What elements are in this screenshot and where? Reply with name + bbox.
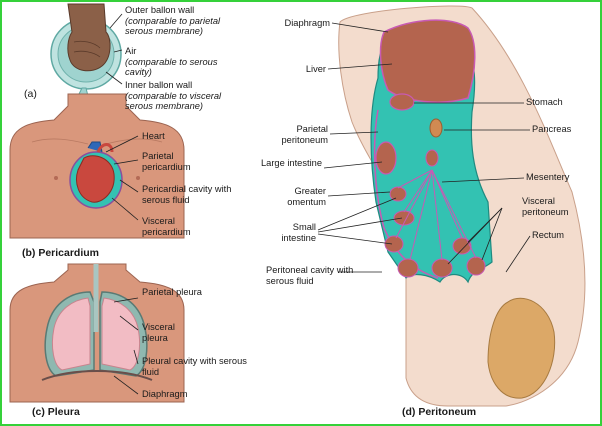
pleural-cavity-label: Pleural cavity with serous fluid [142, 356, 247, 377]
panel-c-leaders [113, 297, 139, 395]
pleura-illustration [9, 263, 185, 403]
parietal-pericardium-label: Parietal pericardium [142, 151, 191, 172]
air-label: Air (comparable to serous cavity) [125, 46, 245, 78]
balloon-illustration [50, 3, 122, 97]
panel-a-leaders [105, 13, 123, 85]
panel-c-caption: (c) Pleura [32, 406, 80, 418]
inner-wall-note: (comparable to visceral serous membrane) [125, 90, 222, 112]
peritoneum-illustration [338, 5, 586, 407]
air-note: (comparable to serous cavity) [125, 56, 218, 78]
heart-label: Heart [142, 131, 165, 141]
visceral-pericardium-label: Visceral pericardium [142, 216, 191, 237]
stomach-label: Stomach [526, 97, 563, 107]
panel-b-leaders [105, 135, 139, 221]
diaphragm-d-label: Diaphragm [284, 18, 330, 28]
parietal-peritoneum-label: Parietal peritoneum [281, 124, 328, 145]
outer-wall-note: (comparable to parietal serous membrane) [125, 15, 221, 37]
rectum-label: Rectum [532, 230, 565, 240]
liver-label: Liver [305, 64, 326, 74]
outer-wall-text: Outer ballon wall [125, 5, 195, 15]
parietal-pleura-label: Parietal pleura [142, 287, 202, 297]
pericardial-cavity-label: Pericardial cavity with serous fluid [142, 184, 232, 205]
air-text: Air [125, 46, 137, 56]
panel-d-leaders [317, 22, 531, 273]
outer-balloon-wall-label: Outer ballon wall (comparable to parieta… [125, 5, 245, 37]
panel-b-caption: (b) Pericardium [22, 247, 100, 259]
visceral-peritoneum-label: Visceral peritoneum [522, 196, 569, 217]
large-intestine-label: Large intestine [261, 158, 322, 168]
inner-balloon-wall-label: Inner ballon wall (comparable to viscera… [125, 80, 245, 112]
mesentery-label: Mesentery [526, 172, 570, 182]
peritoneal-cavity-label: Peritoneal cavity with serous fluid [266, 265, 354, 286]
pancreas-label: Pancreas [532, 124, 572, 134]
pericardium-illustration [9, 93, 185, 239]
inner-wall-text: Inner ballon wall [125, 80, 193, 90]
small-intestine-label: Small intestine [281, 222, 316, 243]
panel-d-caption: (d) Peritoneum [402, 406, 477, 418]
greater-omentum-label: Greater omentum [287, 186, 326, 207]
visceral-pleura-label: Visceral pleura [142, 322, 175, 343]
panel-a-caption: (a) [24, 88, 37, 100]
diaphragm-c-label: Diaphragm [142, 389, 188, 399]
